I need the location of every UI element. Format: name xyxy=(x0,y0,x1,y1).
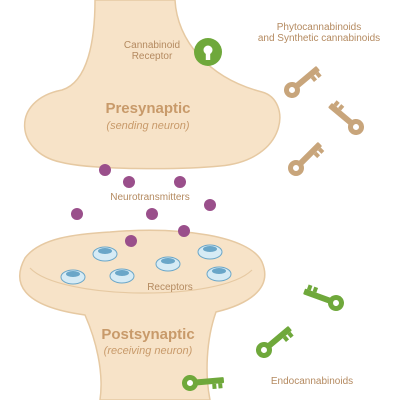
endo-key-icon xyxy=(252,322,296,362)
neurotransmitter-dot xyxy=(178,225,190,237)
receptor-site xyxy=(155,256,181,272)
phyto-synthetic-line-2: and Synthetic cannabinoids xyxy=(257,33,381,44)
presynaptic-title: Presynaptic xyxy=(105,100,191,117)
postsynaptic-neuron xyxy=(19,229,266,400)
neurotransmitter-dot xyxy=(174,176,186,188)
phyto-synthetic-label: Phytocannabinoids and Synthetic cannabin… xyxy=(246,22,392,44)
neurotransmitters-label: Neurotransmitters xyxy=(110,192,190,203)
cannabinoid-receptor-label: Cannabinoid Receptor xyxy=(112,40,192,62)
phyto-key-icon xyxy=(284,138,326,180)
receptor-site xyxy=(60,269,86,285)
receptor-site xyxy=(197,244,223,260)
phyto-synthetic-line-1: Phytocannabinoids xyxy=(276,22,362,33)
neurotransmitter-dot xyxy=(123,176,135,188)
postsynaptic-membrane-line xyxy=(29,267,253,294)
endocannabinoids-label: Endocannabinoids xyxy=(270,376,354,387)
receptors-label: Receptors xyxy=(147,282,193,293)
neurotransmitter-dot xyxy=(99,164,111,176)
postsynaptic-title: Postsynaptic xyxy=(101,326,195,343)
receptors-group xyxy=(60,244,232,285)
presynaptic-subtitle: (sending neuron) xyxy=(106,120,190,132)
presynaptic-neuron xyxy=(24,0,281,170)
postsynaptic-subtitle: (receiving neuron) xyxy=(103,345,193,357)
neurotransmitter-dot xyxy=(204,199,216,211)
phyto-key-icon xyxy=(280,62,324,102)
cannabinoid-receptor-line-2: Receptor xyxy=(131,51,173,62)
endo-key-icon xyxy=(181,372,225,392)
receptor-site xyxy=(206,266,232,282)
neurotransmitter-dot xyxy=(125,235,137,247)
receptor-site xyxy=(92,246,118,262)
neurotransmitters-group xyxy=(71,164,216,247)
neurotransmitter-dot xyxy=(71,208,83,220)
endo-key-icon xyxy=(301,283,347,314)
neurotransmitter-dot xyxy=(146,208,158,220)
keyhole-lock-icon xyxy=(194,38,222,66)
receptor-site xyxy=(109,268,135,284)
phyto-key-icon xyxy=(324,99,368,139)
cannabinoid-receptor-line-1: Cannabinoid xyxy=(123,40,181,51)
